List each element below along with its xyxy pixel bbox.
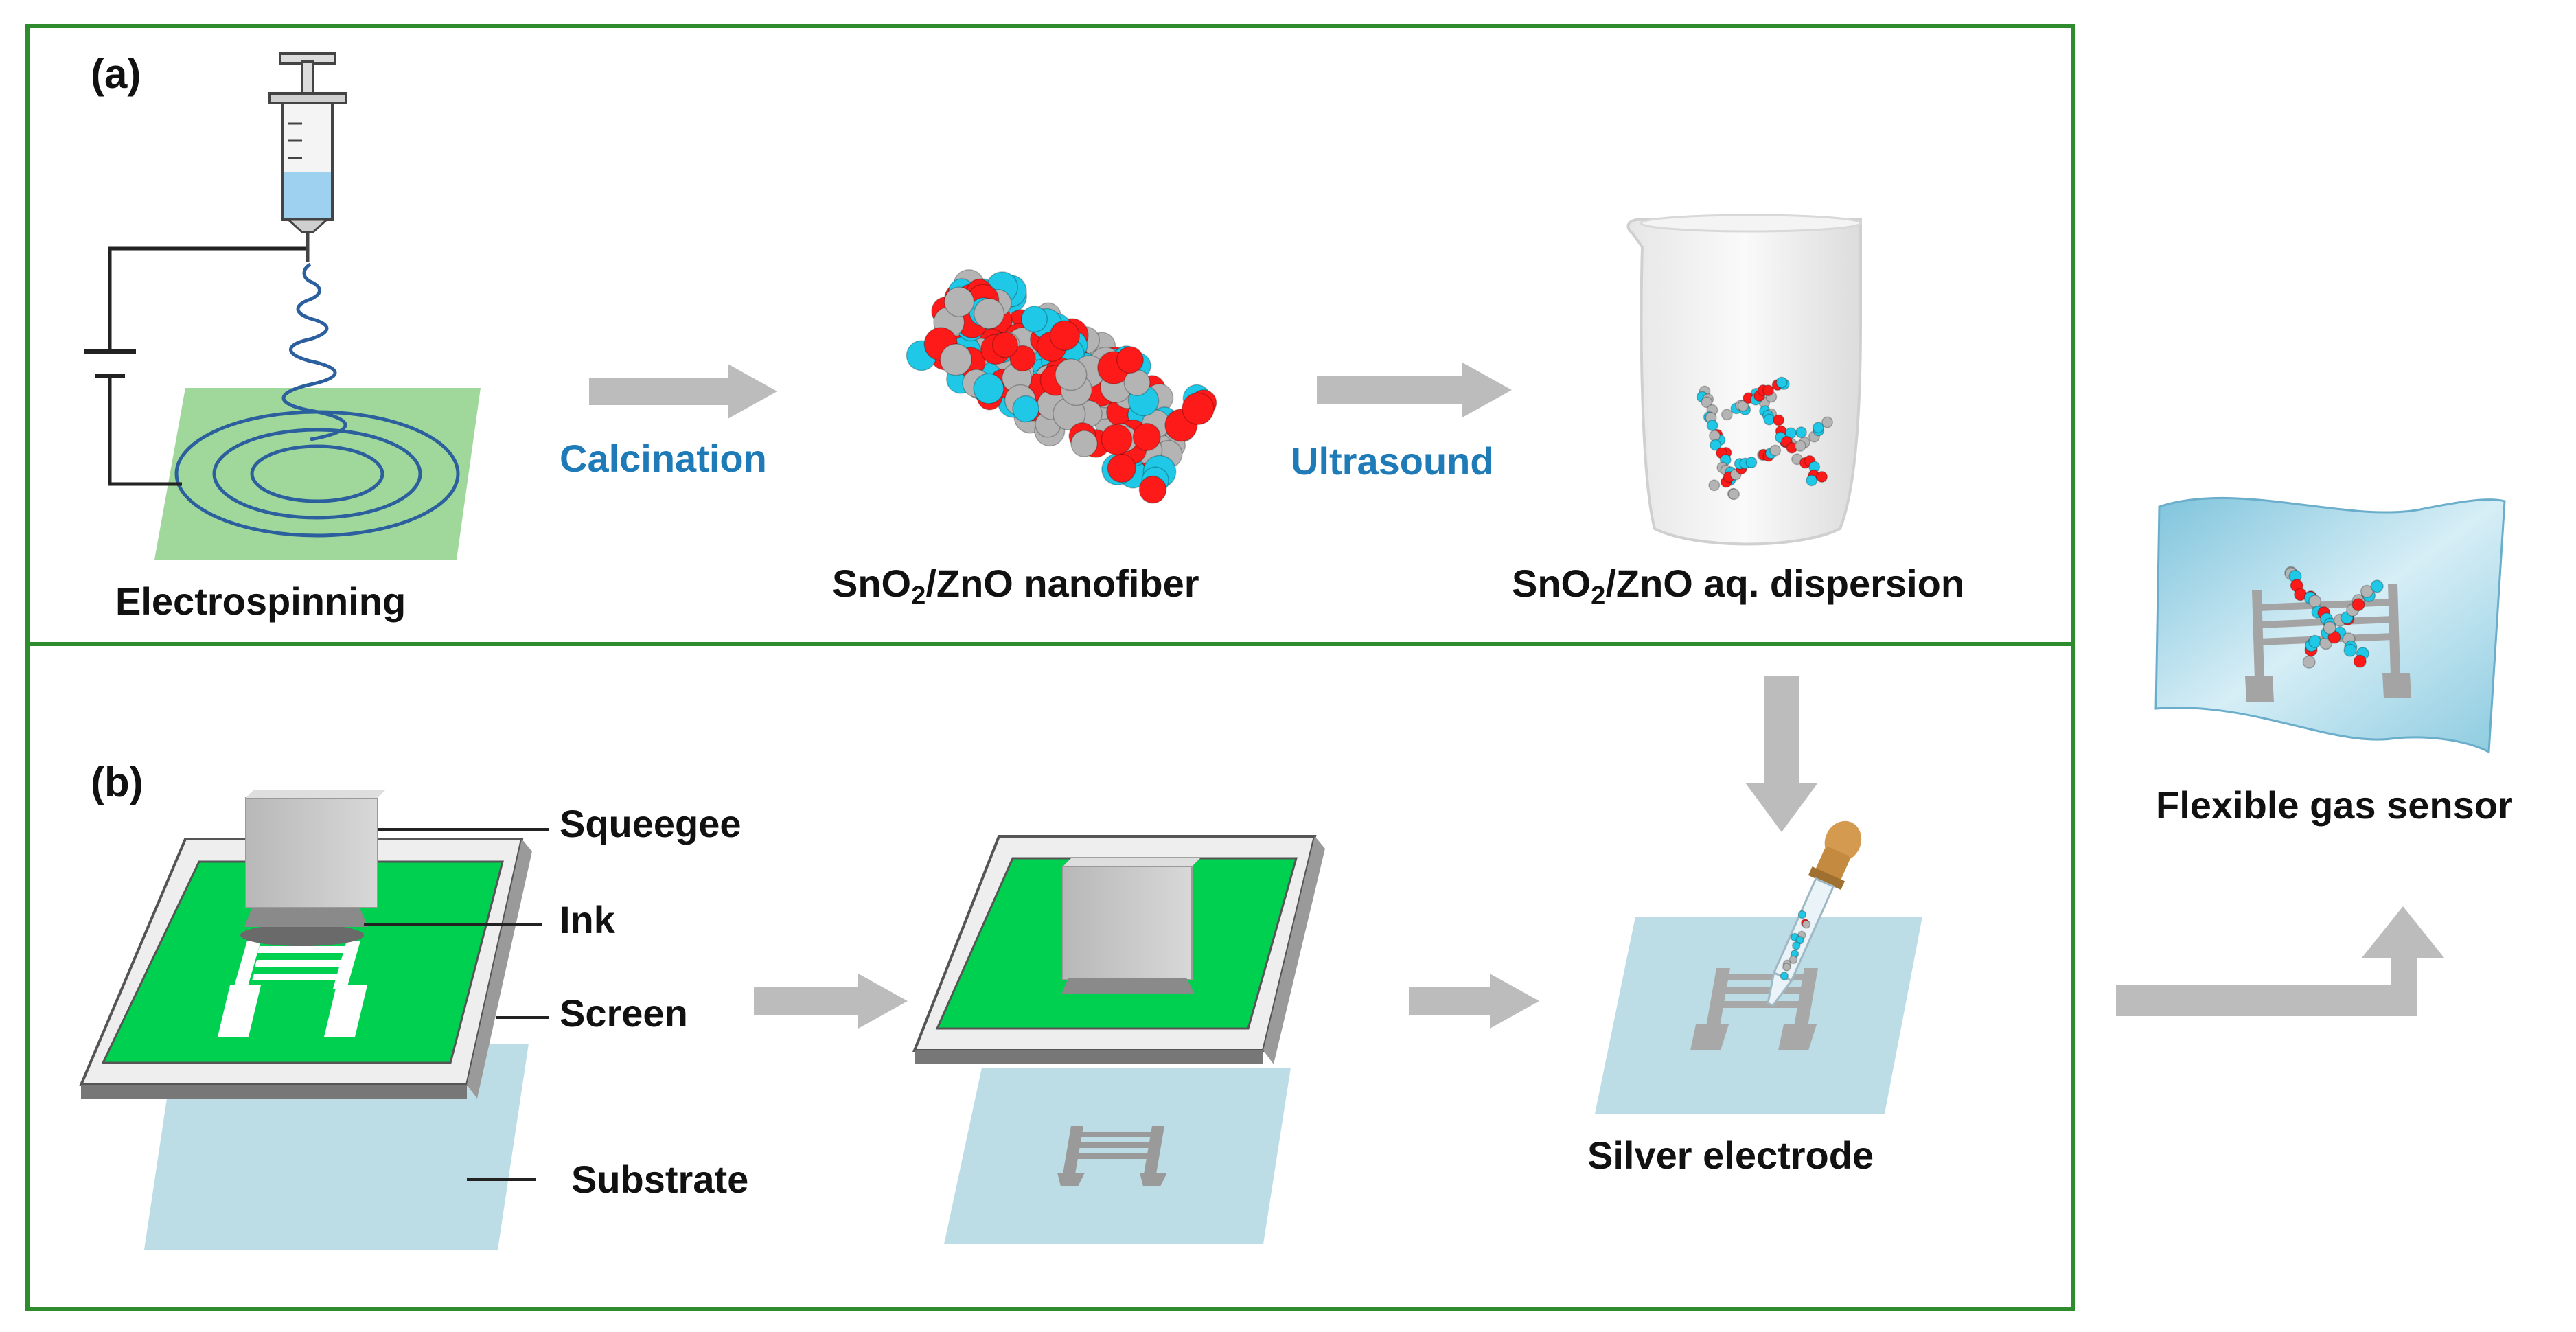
squeegee-icon — [245, 797, 378, 908]
calcination-label: Calcination — [560, 437, 767, 480]
collector-plate — [154, 388, 481, 560]
process-arrow-ultrasound — [1317, 363, 1512, 417]
sensor-caption: Flexible gas sensor — [2156, 783, 2513, 827]
process-arrow-print — [754, 974, 908, 1029]
panel-b-frame — [25, 642, 2075, 1311]
panel-b-label: (b) — [91, 759, 143, 805]
panel-a-label: (a) — [91, 51, 141, 97]
electrospinning-caption: Electrospinning — [115, 579, 406, 623]
dropper-icon — [1767, 820, 1862, 1007]
beaker-icon — [1626, 214, 1862, 546]
process-arrow-to-sensor — [2116, 906, 2444, 1016]
screen-label: Screen — [560, 991, 688, 1035]
ink-label: Ink — [560, 898, 615, 941]
process-arrow-calcination — [589, 364, 777, 419]
fiber-jet — [281, 262, 347, 441]
substrate-label: Substrate — [571, 1158, 749, 1201]
nanofiber-caption: SnO2/ZnO nanofiber — [832, 562, 1199, 610]
process-arrow-transfer — [1409, 974, 1539, 1029]
silver-electrode-caption: Silver electrode — [1587, 1134, 1874, 1177]
flexible-sensor-icon — [2154, 496, 2506, 754]
process-arrow-down — [1745, 676, 1818, 832]
silver-electrode-step — [1595, 820, 1922, 1114]
nanofiber-model — [906, 269, 1217, 504]
substrate-sheet-electrode — [1595, 917, 1922, 1114]
circuit-wire — [108, 246, 306, 352]
electrospinning-setup — [84, 52, 481, 560]
dispersion-caption: SnO2/ZnO aq. dispersion — [1512, 562, 1965, 610]
screen-printing-step2 — [912, 835, 1325, 1244]
syringe-icon — [268, 52, 347, 262]
ultrasound-label: Ultrasound — [1291, 439, 1494, 483]
ink-blob — [240, 924, 364, 946]
screen-printing-step1 — [78, 790, 549, 1250]
squeegee-label: Squeegee — [560, 802, 741, 845]
